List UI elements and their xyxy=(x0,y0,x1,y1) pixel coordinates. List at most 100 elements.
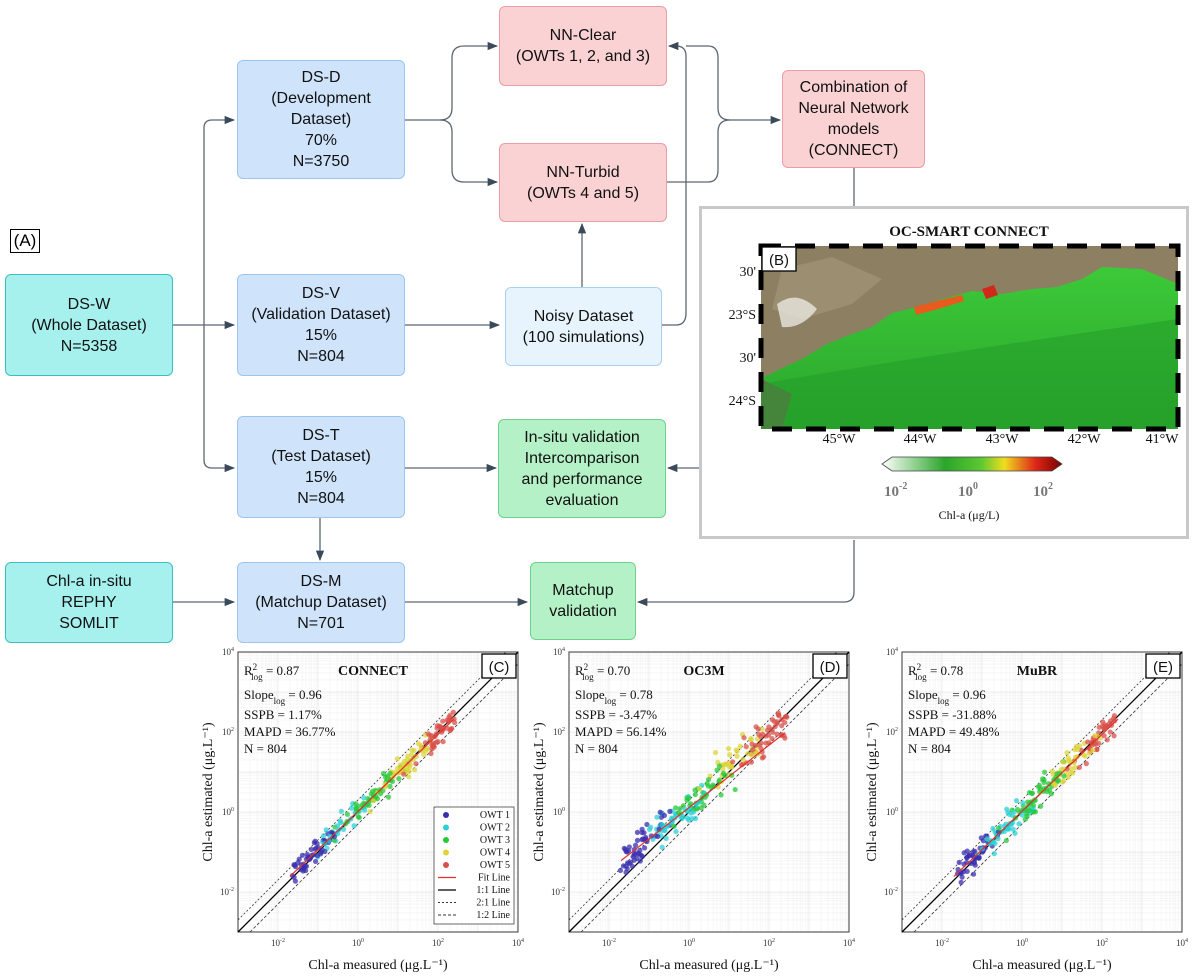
box-matchup-validation: Matchup validation xyxy=(530,562,636,640)
stat-sspb: SSPB = -31.88% xyxy=(908,707,997,722)
data-point xyxy=(772,723,778,730)
data-point xyxy=(370,798,376,804)
fit-line xyxy=(620,732,786,862)
stat-n: N = 804 xyxy=(575,741,618,756)
plot-label: (E) xyxy=(1153,659,1173,676)
data-point xyxy=(1111,718,1118,724)
data-point xyxy=(298,867,304,873)
data-point xyxy=(1002,823,1008,829)
data-point xyxy=(1024,813,1030,820)
map-cloud xyxy=(777,297,817,328)
line-nnturbid-to-connect xyxy=(667,119,731,183)
lat-label-2: 23°S xyxy=(729,308,756,323)
data-point xyxy=(434,725,440,731)
data-point xyxy=(726,764,732,770)
data-point xyxy=(409,747,415,753)
data-point xyxy=(779,716,785,723)
data-point xyxy=(312,858,319,865)
data-point xyxy=(641,845,648,851)
data-point xyxy=(659,844,665,850)
cbar-tick-2: 100 xyxy=(958,481,978,500)
legend-marker xyxy=(443,862,449,868)
data-point xyxy=(353,801,359,807)
data-point xyxy=(966,852,973,858)
plot-title: OC3M xyxy=(683,664,724,679)
map-shelf xyxy=(761,319,1178,429)
data-point xyxy=(440,739,446,745)
y-tick-label: 10-2 xyxy=(220,887,234,897)
data-point xyxy=(450,709,456,715)
data-point xyxy=(686,795,692,801)
cbar-tick-3: 102 xyxy=(1033,481,1053,500)
data-point xyxy=(348,805,355,811)
colorbar-label: Chl-a (μg/L) xyxy=(939,508,1000,522)
two-to-one-line xyxy=(237,651,507,921)
cbar-tick-1: 10-2 xyxy=(884,481,907,500)
data-point xyxy=(1072,764,1078,771)
y-axis-label: Chl-a estimated (μg.L⁻¹) xyxy=(532,722,547,862)
y-tick-label: 100 xyxy=(553,807,565,817)
data-point xyxy=(446,714,452,720)
data-point xyxy=(361,795,367,801)
data-point xyxy=(1012,830,1018,836)
y-tick-label: 102 xyxy=(222,727,234,737)
x-tick-label: 100 xyxy=(352,938,364,948)
data-point xyxy=(671,823,677,829)
data-point xyxy=(1104,723,1110,729)
data-point xyxy=(712,749,719,756)
data-point xyxy=(769,717,776,723)
data-point xyxy=(356,814,362,821)
data-point xyxy=(1014,806,1021,813)
y-axis-label: Chl-a estimated (μg.L⁻¹) xyxy=(201,722,216,862)
box-nn-clear: NN-Clear (OWTs 1, 2, and 3) xyxy=(499,6,667,86)
data-point xyxy=(292,878,298,884)
data-point xyxy=(1048,791,1054,797)
panel-label-a: (A) xyxy=(10,229,40,253)
data-point xyxy=(705,777,712,783)
data-point xyxy=(1067,770,1074,776)
data-point xyxy=(1037,803,1044,809)
data-point xyxy=(314,853,321,859)
data-point xyxy=(374,796,381,802)
data-point xyxy=(759,749,765,755)
data-point xyxy=(1071,759,1077,766)
data-point xyxy=(299,852,306,858)
data-point xyxy=(1041,769,1048,775)
data-point xyxy=(337,818,343,824)
colorbar-ticks: 10-2 100 102 xyxy=(884,481,1053,500)
legend-label: Fit Line xyxy=(478,873,511,884)
data-point xyxy=(970,849,976,855)
data-point xyxy=(1013,798,1020,804)
one-to-two-line xyxy=(249,663,519,933)
data-point xyxy=(370,788,376,794)
flow-connectors xyxy=(173,41,855,607)
data-point xyxy=(335,823,341,829)
data-point xyxy=(693,806,700,812)
data-point xyxy=(661,812,668,819)
trunk-down xyxy=(203,128,236,473)
x-tick-label: 10-2 xyxy=(271,938,285,948)
data-point xyxy=(338,808,344,814)
data-point xyxy=(698,805,704,811)
plot-label: (D) xyxy=(820,659,841,676)
data-point xyxy=(406,768,412,775)
arrow-noisy-to-nnclear xyxy=(662,41,687,326)
legend-marker xyxy=(443,837,449,843)
stat-sspb: SSPB = 1.17% xyxy=(244,707,322,722)
stat-n: N = 804 xyxy=(244,741,287,756)
data-point xyxy=(1051,781,1057,788)
x-tick-label: 10-2 xyxy=(602,938,616,948)
data-point xyxy=(737,743,743,750)
data-point xyxy=(340,826,347,832)
data-point xyxy=(1065,755,1071,761)
plot-label-box xyxy=(481,653,517,679)
x-tick-label: 100 xyxy=(1016,938,1028,948)
data-point xyxy=(385,794,392,800)
data-point xyxy=(995,836,1001,842)
data-point xyxy=(378,791,384,797)
lon-label-3: 43°W xyxy=(986,432,1020,447)
data-point xyxy=(1093,741,1099,747)
data-point xyxy=(620,863,627,869)
